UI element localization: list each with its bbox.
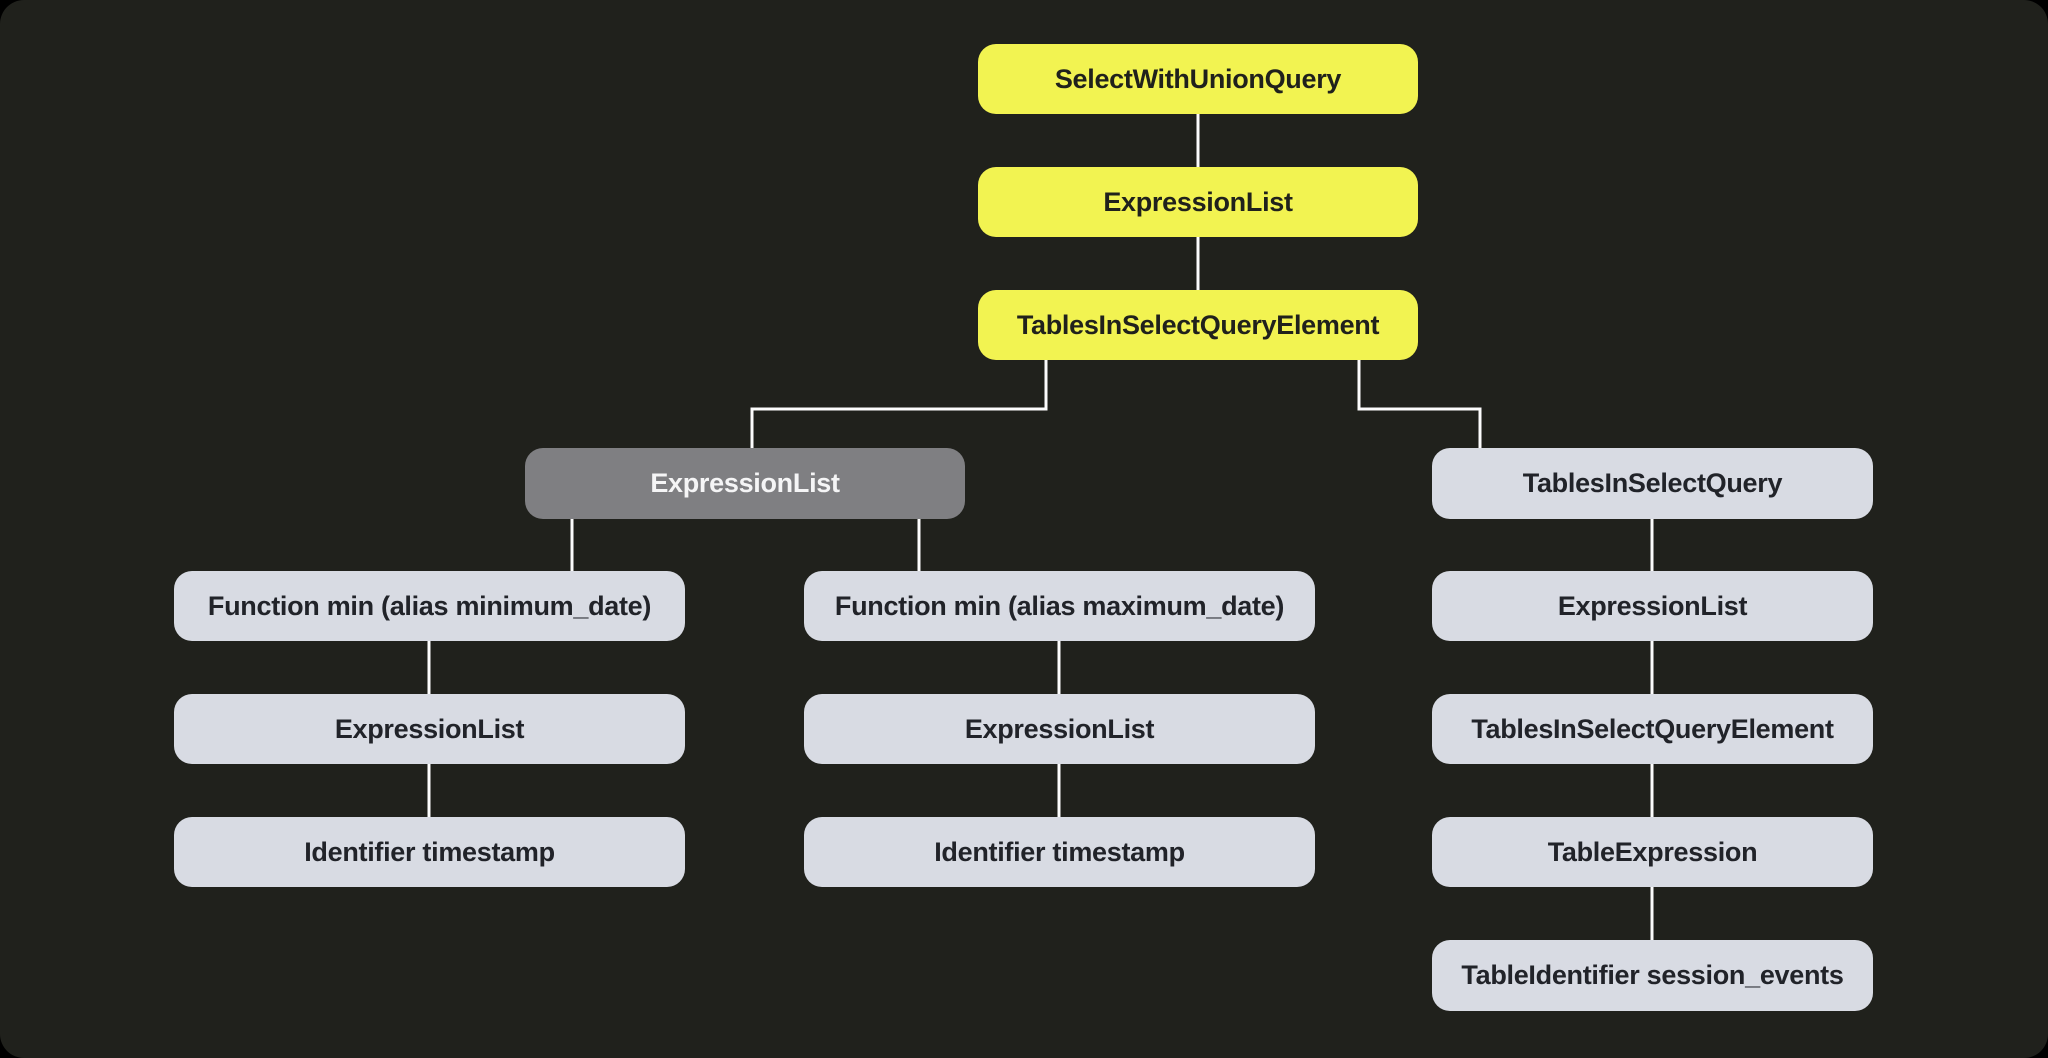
ast-node-function-min-minimum-date[interactable]: Function min (alias minimum_date) (174, 571, 685, 641)
ast-node-select-with-union-query[interactable]: SelectWithUnionQuery (978, 44, 1418, 114)
tree-edge (1357, 360, 1482, 448)
ast-node-table-identifier-session-events[interactable]: TableIdentifier session_events (1432, 940, 1873, 1011)
ast-node-table-expression[interactable]: TableExpression (1432, 817, 1873, 887)
ast-node-function-min-maximum-date[interactable]: Function min (alias maximum_date) (804, 571, 1315, 641)
ast-node-tables-in-select-query-element-root[interactable]: TablesInSelectQueryElement (978, 290, 1418, 360)
ast-node-expression-list-middle[interactable]: ExpressionList (804, 694, 1315, 764)
ast-node-tables-in-select-query[interactable]: TablesInSelectQuery (1432, 448, 1873, 519)
ast-node-expression-list-selected[interactable]: ExpressionList (525, 448, 965, 519)
ast-node-expression-list-right[interactable]: ExpressionList (1432, 571, 1873, 641)
ast-node-identifier-timestamp-left[interactable]: Identifier timestamp (174, 817, 685, 887)
ast-node-identifier-timestamp-middle[interactable]: Identifier timestamp (804, 817, 1315, 887)
ast-node-tables-in-select-query-element-right[interactable]: TablesInSelectQueryElement (1432, 694, 1873, 764)
tree-edge (750, 360, 1048, 448)
ast-node-expression-list-left[interactable]: ExpressionList (174, 694, 685, 764)
ast-node-expression-list-root[interactable]: ExpressionList (978, 167, 1418, 237)
